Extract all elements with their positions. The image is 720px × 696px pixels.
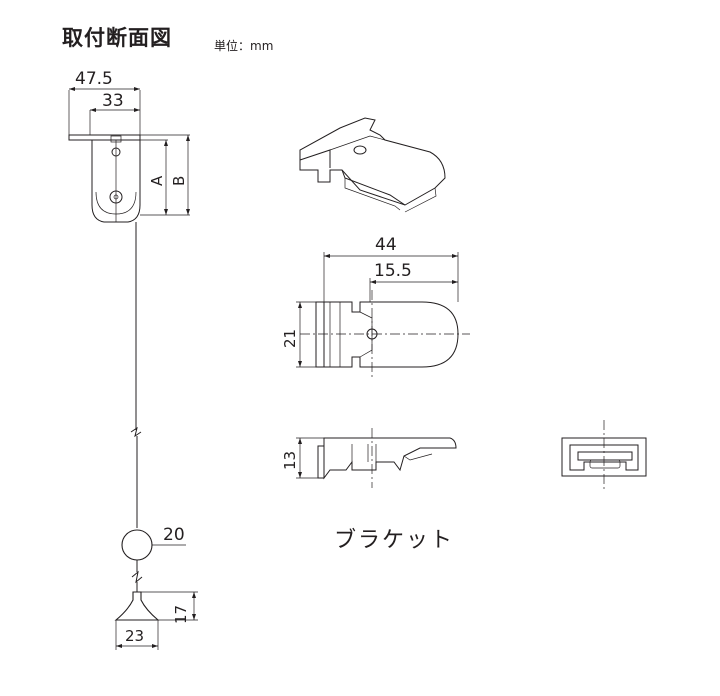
dim-bracket-height: 13 [281, 451, 299, 470]
bracket-top-view: 44 15.5 21 [281, 235, 470, 380]
bracket-caption: ブラケット [334, 528, 455, 553]
bracket-side-view: 13 [281, 428, 457, 488]
dim-cap-height: 17 [172, 605, 190, 624]
dim-height-b: B [170, 176, 188, 186]
dim-bracket-width: 21 [281, 329, 299, 348]
dim-width-inner: 33 [102, 91, 124, 111]
dim-width-outer: 47.5 [75, 69, 113, 89]
dim-bracket-length: 44 [375, 235, 397, 255]
bracket-end-view [561, 420, 647, 490]
dim-bracket-offset: 15.5 [374, 261, 412, 281]
runner-section: 47.5 33 A B 20 [68, 69, 198, 650]
dim-height-a: A [148, 175, 166, 186]
page-title: 取付断面図 [62, 26, 172, 50]
unit-label: 単位：mm [214, 39, 274, 53]
dim-ball-diameter: 20 [163, 525, 185, 545]
bracket-isometric [299, 117, 446, 213]
dim-cap-width: 23 [125, 627, 144, 645]
